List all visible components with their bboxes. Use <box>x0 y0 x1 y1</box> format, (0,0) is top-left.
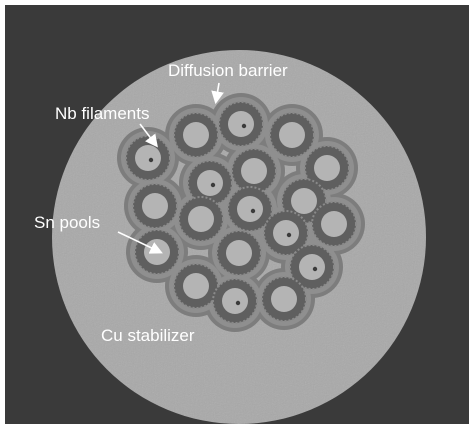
sn-pool <box>228 111 254 137</box>
nb-filaments-label: Nb filaments <box>55 104 150 123</box>
sn-pool <box>271 286 297 312</box>
diffusion-barrier-label: Diffusion barrier <box>168 61 288 80</box>
sn-pool <box>314 155 340 181</box>
sn-pool <box>299 254 325 280</box>
sn-pool <box>273 220 299 246</box>
sn-pool <box>144 239 170 265</box>
sn-pool <box>197 170 223 196</box>
void-spot <box>250 208 256 214</box>
filament-core <box>117 93 365 332</box>
void-spot <box>312 266 318 272</box>
void-spot <box>241 123 247 129</box>
sn-pool <box>291 188 317 214</box>
void-spot <box>210 182 216 188</box>
sn-pool <box>135 145 161 171</box>
sn-pool <box>222 288 248 314</box>
sn-pool <box>279 122 305 148</box>
sn-pool <box>321 211 347 237</box>
sn-pool <box>142 193 168 219</box>
sn-pool <box>188 206 214 232</box>
cu-stabilizer-label: Cu stabilizer <box>101 326 195 345</box>
void-spot <box>148 157 154 163</box>
sn-pool <box>183 273 209 299</box>
void-spot <box>286 232 292 238</box>
sn-pool <box>241 158 267 184</box>
sn-pool <box>183 122 209 148</box>
void-spot <box>235 300 241 306</box>
sn-pool <box>226 240 252 266</box>
sn-pools-label: Sn pools <box>34 213 101 232</box>
sn-pool <box>237 196 263 222</box>
